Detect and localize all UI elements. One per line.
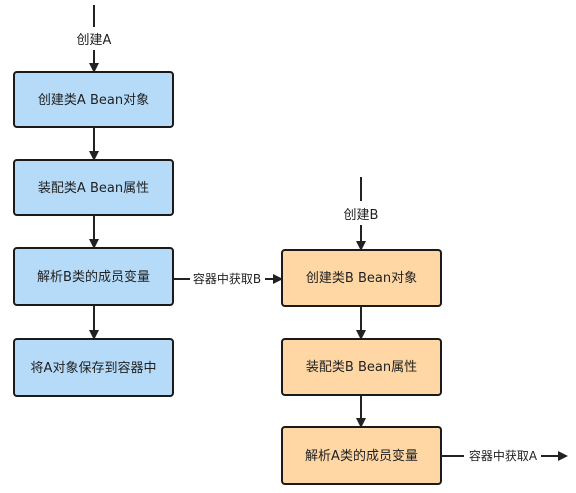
flow-b-node-resolve-a-label: 解析A类的成员变量 [305,448,418,464]
flow-b-start-label: 创建B [344,208,379,223]
flow-a-node-inject-props-label: 装配类A Bean属性 [38,181,149,196]
flow-a-node-save-a-label: 将A对象保存到容器中 [31,360,157,376]
flow-b-to-a-edge-label: 容器中获取A [469,448,538,463]
flow-a-node-create-bean-label: 创建类A Bean对象 [38,93,149,108]
flow-b: 创建B 创建类B Bean对象 装配类B Bean属性 解析A类的成员变量 容器… [281,177,568,485]
flow-a-node-save-a [13,338,174,397]
flow-b-node-create-bean-label: 创建类B Bean对象 [306,271,417,286]
flow-a-start-label: 创建A [77,33,112,48]
flow-a: 创建A 创建类A Bean对象 装配类A Bean属性 解析B类的成员变量 将A… [13,5,283,397]
flow-a-to-b-edge-label: 容器中获取B [193,271,261,286]
flow-a-node-resolve-b-label: 解析B类的成员变量 [37,269,150,285]
flow-b-node-inject-props-label: 装配类B Bean属性 [306,360,417,375]
